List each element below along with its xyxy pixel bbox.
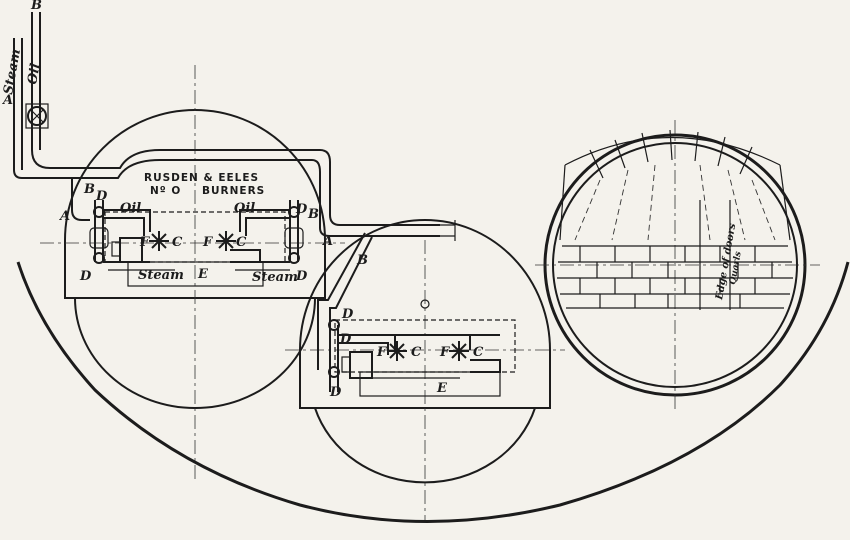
label-d-6: D: [339, 332, 352, 347]
right-furnace: [285, 219, 565, 520]
label-c-4: C: [473, 345, 484, 360]
label-f-3: F: [376, 345, 387, 360]
label-c-3: C: [411, 345, 422, 360]
label-a-left: A: [1, 93, 13, 108]
label-d-1: D: [95, 189, 108, 204]
title-line-3: BURNERS: [202, 185, 265, 197]
label-a-right: A: [321, 234, 333, 249]
label-b-lower: B: [356, 253, 368, 268]
boiler-shell-outline: [16, 261, 850, 523]
label-c-1: C: [172, 235, 183, 250]
label-oil-left: Oil: [120, 201, 141, 216]
label-oil-right: Oil: [234, 201, 255, 216]
label-d-5: D: [341, 307, 354, 322]
title-line-1: RUSDEN & EELES: [144, 172, 259, 184]
right-burner-assembly: [328, 319, 501, 392]
furnace-brickwork-view: Edge of doors Quarls: [535, 120, 820, 410]
label-steam-right: Steam: [252, 270, 298, 285]
label-d-4: D: [295, 269, 308, 284]
steam-pipe-label: Steam: [1, 48, 24, 96]
label-f-1: F: [139, 235, 150, 250]
label-b-mid: B: [83, 182, 95, 197]
oil-pipe-label: Oil: [25, 62, 43, 86]
label-c-2: C: [236, 235, 247, 250]
label-steam-left: Steam: [138, 268, 184, 283]
label-d-2: D: [79, 269, 92, 284]
label-f-4: F: [439, 345, 450, 360]
label-d-7: D: [329, 385, 342, 400]
label-d-3: D: [295, 202, 308, 217]
label-b-top: B: [30, 0, 42, 13]
label-e-2: E: [436, 381, 448, 396]
left-burner-assembly: [89, 200, 304, 271]
title-line-2: Nº O: [150, 185, 181, 197]
label-e-1: E: [197, 267, 209, 282]
label-b-right: B: [307, 207, 319, 222]
label-f-2: F: [202, 235, 213, 250]
label-a-mid: A: [58, 209, 70, 224]
